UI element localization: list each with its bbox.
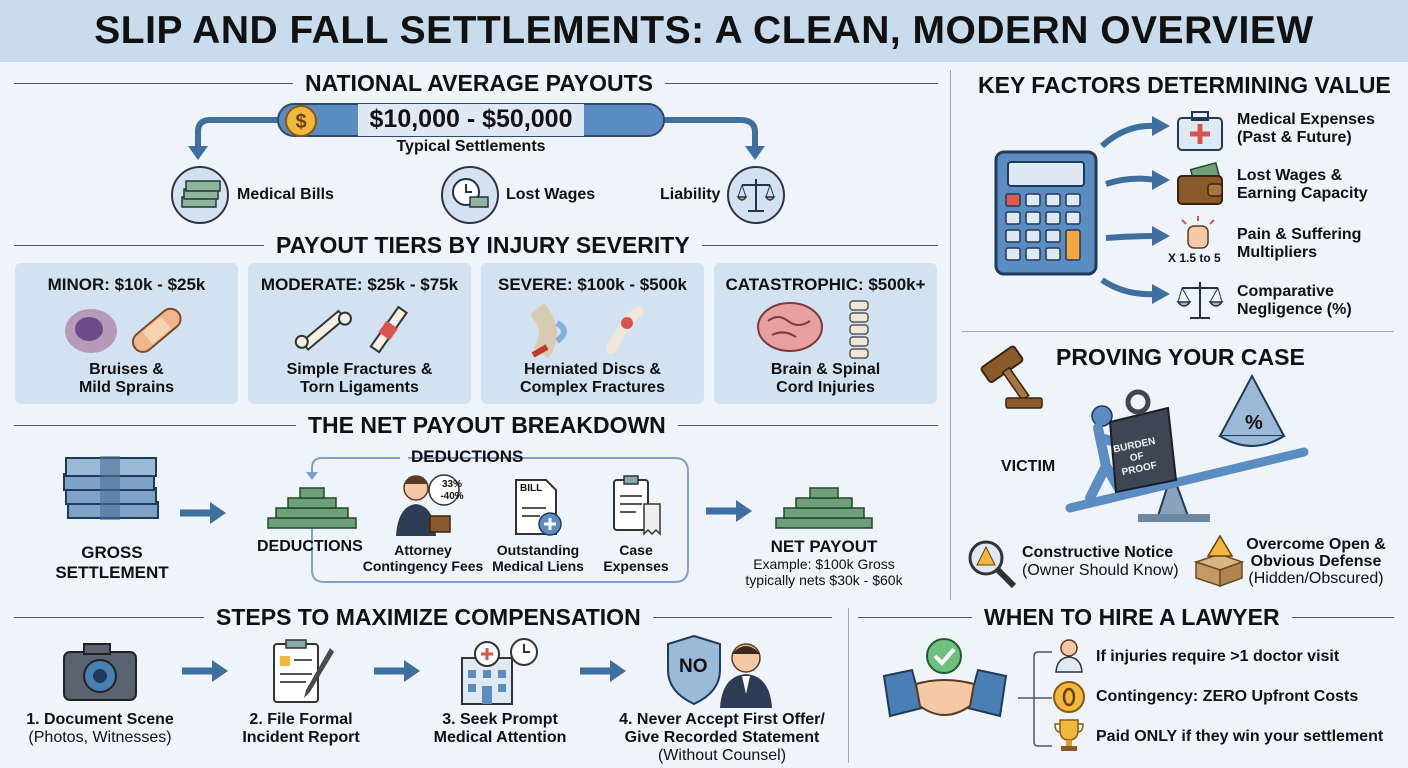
victim-label: VICTIM <box>1001 458 1056 475</box>
factor-arrows <box>1099 116 1170 304</box>
handshake-check-icon <box>882 638 1008 718</box>
arrow-right-icon <box>706 500 752 522</box>
national-item-liability: Liability <box>660 186 721 203</box>
bruise-bandage-icon <box>65 307 182 353</box>
tier-desc: Bruises &Mild Sprains <box>78 361 175 396</box>
national-item-lost-wages: Lost Wages <box>506 186 596 203</box>
tier-title: SEVERE: $100k - $500k <box>497 275 687 294</box>
doctor-icon <box>1055 639 1083 673</box>
lawyer-heading: WHEN TO HIRE A LAWYER <box>972 604 1292 631</box>
hospital-clock-icon <box>461 638 538 705</box>
factor-wages: Lost Wages &Earning Capacity <box>1237 167 1368 202</box>
incident-report-icon <box>273 639 334 703</box>
bottom-divider <box>848 608 849 763</box>
no-shield-businessman-icon <box>667 634 772 708</box>
zero-coin-icon <box>1053 681 1085 713</box>
tier-card-minor: MINOR: $10k - $25k Bruises &Mild Sprains <box>15 263 238 404</box>
tiers-heading: PAYOUT TIERS BY INJURY SEVERITY <box>264 232 702 259</box>
tier-desc: Simple Fractures &Torn Ligaments <box>286 361 433 396</box>
attorney-icon <box>396 474 460 536</box>
cash-stack-icon <box>63 456 159 520</box>
arrow-right-icon <box>374 660 420 682</box>
gavel-icon <box>980 345 1043 409</box>
factors-heading: KEY FACTORS DETERMINING VALUE <box>966 72 1403 99</box>
right-divider <box>962 331 1394 332</box>
net-payout-label: NET PAYOUT <box>770 537 878 556</box>
arrow-right-icon <box>182 660 228 682</box>
steps-heading: STEPS TO MAXIMIZE COMPENSATION <box>204 604 653 631</box>
page-title: SLIP AND FALL SETTLEMENTS: A CLEAN, MODE… <box>94 9 1314 52</box>
money-stack-icon <box>171 166 229 224</box>
tier-desc: Herniated Discs &Complex Fractures <box>520 361 665 396</box>
column-divider <box>950 70 951 600</box>
camera-icon <box>63 643 137 701</box>
tier-title: MODERATE: $25k - $75k <box>260 275 459 294</box>
money-pile-icon <box>775 487 873 529</box>
national-range: $10,000 - $50,000 <box>369 105 573 133</box>
svg-text:$: $ <box>295 111 306 133</box>
spine-joint-icon <box>530 302 644 359</box>
medical-bill-icon <box>515 479 562 536</box>
tier-title: CATASTROPHIC: $500k+ <box>725 275 926 294</box>
trophy-icon <box>1054 719 1084 751</box>
dollar-coin-icon: $ <box>285 105 317 137</box>
arrow-right-icon <box>580 660 626 682</box>
scales-icon <box>1176 282 1224 319</box>
tier-card-moderate: MODERATE: $25k - $75k Simple Fractures &… <box>248 263 471 404</box>
clock-cash-icon <box>441 166 499 224</box>
magnifier-warning-icon <box>968 540 1017 589</box>
factor-medical: Medical Expenses(Past & Future) <box>1237 111 1375 146</box>
lawyer-point-1: If injuries require >1 doctor visit <box>1096 648 1340 665</box>
net-heading: THE NET PAYOUT BREAKDOWN <box>296 412 678 439</box>
deductions-label: DEDUCTIONS <box>257 538 363 555</box>
bill-text: BILL <box>520 483 543 494</box>
lawyer-bracket <box>1018 651 1052 747</box>
lawyer-point-3: Paid ONLY if they win your settlement <box>1096 728 1384 745</box>
fracture-icon <box>294 305 409 354</box>
open-obvious-defense: Overcome Open &Obvious Defense(Hidden/Ob… <box>1246 536 1386 587</box>
national-heading: NATIONAL AVERAGE PAYOUTS <box>293 70 666 97</box>
brain-spine-icon <box>757 300 869 359</box>
tier-card-severe: SEVERE: $100k - $500k Herniated Discs &C… <box>481 263 704 404</box>
no-text: NO <box>679 656 708 677</box>
deductions-title: DEDUCTIONS <box>411 447 524 466</box>
calculator-icon <box>994 150 1098 276</box>
national-item-medical-bills: Medical Bills <box>237 186 334 203</box>
multiplier-text: X 1.5 to 5 <box>1168 251 1221 265</box>
constructive-notice: Constructive Notice(Owner Should Know) <box>1022 544 1179 579</box>
deductions-bracket <box>306 457 689 583</box>
tier-title: MINOR: $10k - $25k <box>47 275 206 294</box>
fist-pain-icon <box>1181 216 1215 249</box>
percent-symbol: % <box>1245 412 1263 434</box>
proving-heading: PROVING YOUR CASE <box>1044 344 1317 371</box>
box-warning-icon <box>1193 534 1245 588</box>
arrow-right-icon <box>180 502 226 524</box>
scales-icon <box>727 166 785 224</box>
attorney-pct: 33%-40% <box>440 479 464 502</box>
lawyer-point-2: Contingency: ZERO Upfront Costs <box>1096 688 1359 705</box>
step-1: 1. Document Scene(Photos, Witnesses) <box>26 711 174 746</box>
seesaw-burden-graphic <box>1065 373 1309 522</box>
medical-kit-icon <box>1177 111 1223 151</box>
step-4: 4. Never Accept First Offer/Give Recorde… <box>619 711 825 764</box>
payout-bar-graphic <box>188 103 765 160</box>
clipboard-receipt-icon <box>613 475 661 536</box>
wallet-cash-icon <box>1177 161 1223 205</box>
money-pile-icon <box>267 487 357 529</box>
national-sub: Typical Settlements <box>396 138 546 155</box>
title-banner: SLIP AND FALL SETTLEMENTS: A CLEAN, MODE… <box>0 0 1408 62</box>
